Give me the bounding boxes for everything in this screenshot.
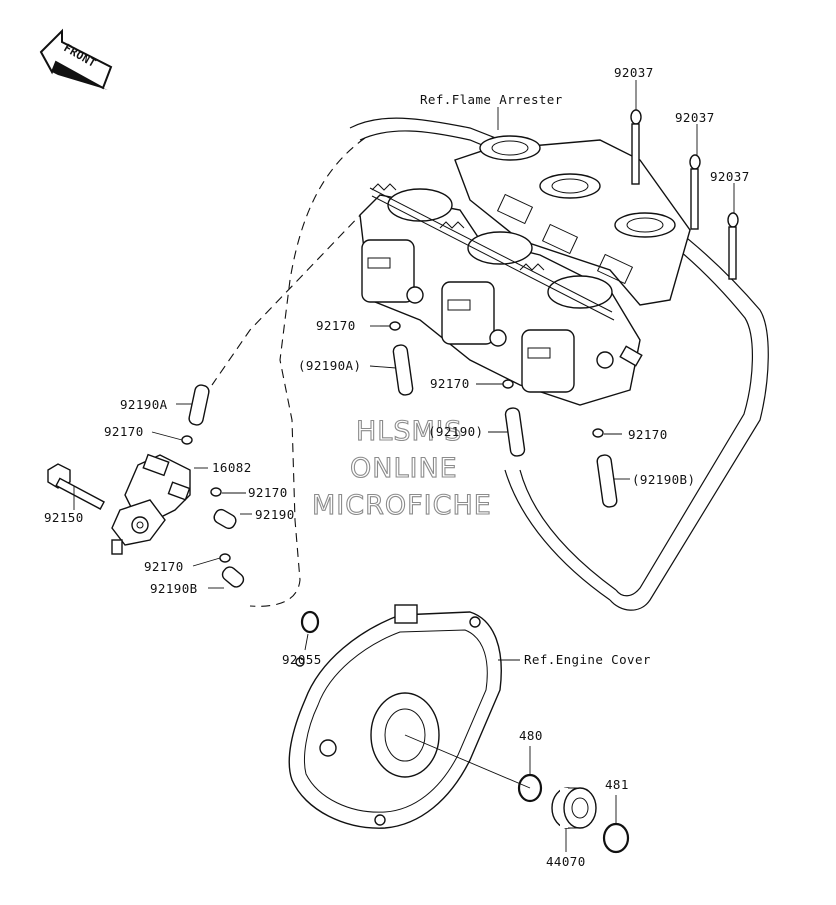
label-92170-b: 92170: [430, 376, 470, 391]
clamp-92170-f: [219, 553, 231, 563]
label-92190: 92190: [255, 507, 295, 522]
part-labels: Ref.Flame Arrester 92037 92037 92037 921…: [44, 65, 750, 869]
label-92170-a: 92170: [316, 318, 356, 333]
label-92037-2: 92037: [675, 110, 715, 125]
label-92170-e: 92170: [248, 485, 288, 500]
hose-route-center: [211, 209, 366, 386]
hose-92190a-left: [188, 384, 210, 426]
label-480: 480: [519, 728, 543, 743]
watermark-line-3: MICROFICHE: [312, 490, 492, 521]
ref-flame-arrester-label: Ref.Flame Arrester: [420, 92, 563, 107]
engine-cover: [288, 604, 502, 829]
circlip-481: [602, 822, 630, 854]
label-92037-3: 92037: [710, 169, 750, 184]
label-92190b: 92190B: [150, 581, 198, 596]
hose-92190b-left: [221, 566, 245, 588]
oring-92055: [300, 610, 320, 634]
label-92055: 92055: [282, 652, 322, 667]
route-loop-right-inner: [359, 130, 754, 597]
clamp-92170-c: [592, 428, 604, 438]
watermark-line-1: HLSM'S: [356, 416, 462, 447]
valve-16082: [111, 453, 191, 555]
clamp-92170-e: [210, 487, 222, 497]
route-loop-mid-inner: [519, 469, 617, 591]
label-16082: 16082: [212, 460, 252, 475]
bolt-92037-2: [689, 154, 701, 230]
label-44070: 44070: [546, 854, 586, 869]
clamp-92170-d: [181, 435, 193, 445]
bolt-92037-1: [630, 109, 642, 185]
watermark-line-2: ONLINE: [350, 453, 458, 484]
hose-92190a-center: [392, 344, 414, 396]
route-loop-right: [349, 117, 769, 611]
route-loop-mid: [504, 469, 611, 601]
hose-route-left: [249, 137, 366, 607]
hose-92190-left: [213, 508, 237, 530]
label-92190a-ref: (92190A): [298, 358, 361, 373]
bolt-92150: [47, 463, 105, 510]
label-92190a: 92190A: [120, 397, 168, 412]
ref-engine-cover-label: Ref.Engine Cover: [524, 652, 651, 667]
label-92190b-ref: (92190B): [632, 472, 695, 487]
hose-92190-center: [504, 407, 526, 457]
bolt-92037-3: [727, 212, 739, 280]
clamp-92170-a: [380, 321, 401, 331]
label-92037-1: 92037: [614, 65, 654, 80]
flame-arrester-adapter: [454, 135, 691, 306]
clamp-92170-b: [493, 379, 514, 389]
hose-92190b-center: [596, 454, 618, 508]
label-92170-c: 92170: [628, 427, 668, 442]
label-481: 481: [605, 777, 629, 792]
label-92170-d: 92170: [104, 424, 144, 439]
label-92190-ref: (92190): [428, 424, 483, 439]
leader-lines: [73, 80, 735, 852]
front-arrow-icon: FRONT: [39, 28, 113, 90]
label-92170-f: 92170: [144, 559, 184, 574]
label-92150: 92150: [44, 510, 84, 525]
bearing-44070: [551, 787, 597, 829]
throttle-bodies: [359, 183, 643, 406]
watermark: HLSM'S ONLINE MICROFICHE: [311, 415, 492, 521]
